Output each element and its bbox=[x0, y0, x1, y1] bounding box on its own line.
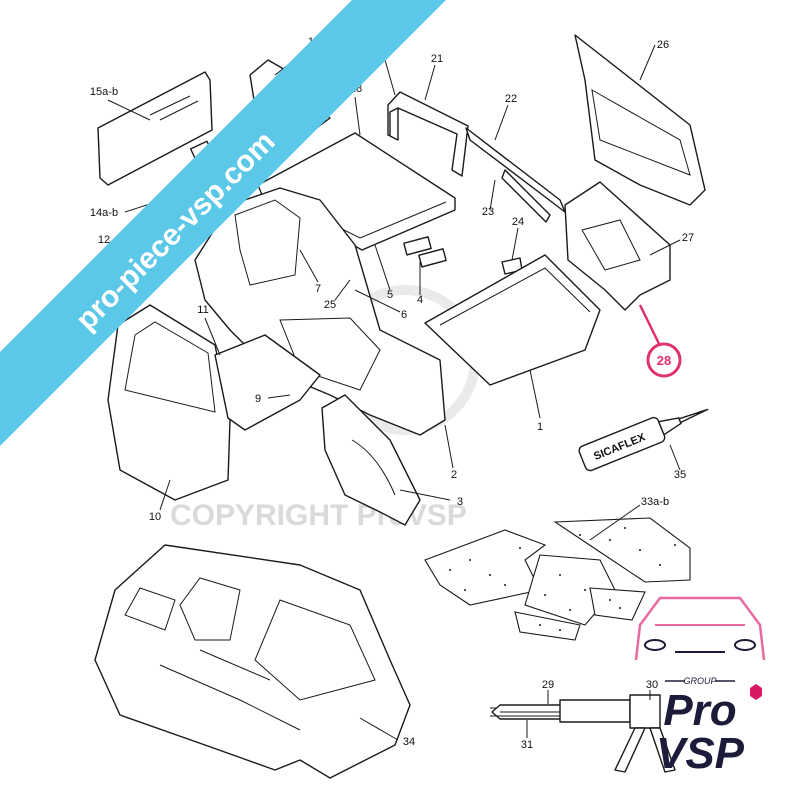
part-27-quarter-panel bbox=[564, 181, 671, 311]
highlight-callout-28: 28 bbox=[646, 342, 682, 378]
callout-14: 14a-b bbox=[90, 207, 118, 219]
logo-group-text: GROUP bbox=[683, 676, 716, 686]
watermark-text: COPYRIGHT ProVSP bbox=[170, 499, 467, 532]
part-33-mats bbox=[424, 517, 691, 641]
callout-21: 21 bbox=[431, 53, 443, 65]
part-4-clips bbox=[403, 236, 447, 268]
callout-31: 31 bbox=[521, 739, 533, 751]
callout-11: 11 bbox=[197, 304, 208, 316]
part-34-body-shell bbox=[94, 544, 411, 779]
callout-4: 4 bbox=[417, 294, 423, 306]
callout-24: 24 bbox=[512, 216, 524, 228]
hex-bolt-icon bbox=[750, 684, 762, 700]
callout-10: 10 bbox=[149, 511, 161, 523]
callout-27: 27 bbox=[682, 232, 694, 244]
callout-12: 12 bbox=[98, 234, 110, 246]
logo-line-2: VSP bbox=[656, 729, 745, 778]
callout-9: 9 bbox=[255, 393, 261, 405]
callout-5: 5 bbox=[387, 289, 393, 301]
callout-34: 34 bbox=[403, 736, 415, 748]
callout-35: 35 bbox=[674, 469, 686, 481]
callout-26: 26 bbox=[657, 39, 669, 51]
provsp-logo: GROUP Pro VSP bbox=[634, 596, 766, 778]
callout-25: 25 bbox=[324, 299, 336, 311]
callout-22: 22 bbox=[505, 93, 517, 105]
car-outline-icon bbox=[634, 596, 766, 661]
callout-2: 2 bbox=[451, 469, 457, 481]
callout-6: 6 bbox=[401, 309, 407, 321]
callout-23: 23 bbox=[482, 206, 494, 218]
part-26-door bbox=[574, 34, 706, 206]
part-35-sealant-tube: SICAFLEX bbox=[578, 408, 709, 472]
part-22-23-rail bbox=[465, 127, 566, 223]
callout-29: 29 bbox=[542, 679, 554, 691]
part-20-21-window-frame bbox=[387, 91, 469, 177]
part-30-caulking-gun bbox=[559, 694, 676, 773]
mat-speckles bbox=[449, 527, 676, 631]
callout-1: 1 bbox=[537, 421, 543, 433]
callout-30: 30 bbox=[646, 679, 658, 691]
callout-15: 15a-b bbox=[90, 86, 118, 98]
logo-line-1: Pro bbox=[663, 686, 736, 735]
part-29-31-tools bbox=[490, 704, 600, 720]
callout-3: 3 bbox=[457, 496, 463, 508]
part-1-hood bbox=[424, 254, 601, 386]
part-3-fender bbox=[321, 394, 421, 526]
part-11-floor bbox=[214, 334, 321, 431]
callout-28: 28 bbox=[657, 353, 671, 368]
callout-33: 33a-b bbox=[641, 496, 669, 508]
callout-7: 7 bbox=[315, 283, 321, 295]
